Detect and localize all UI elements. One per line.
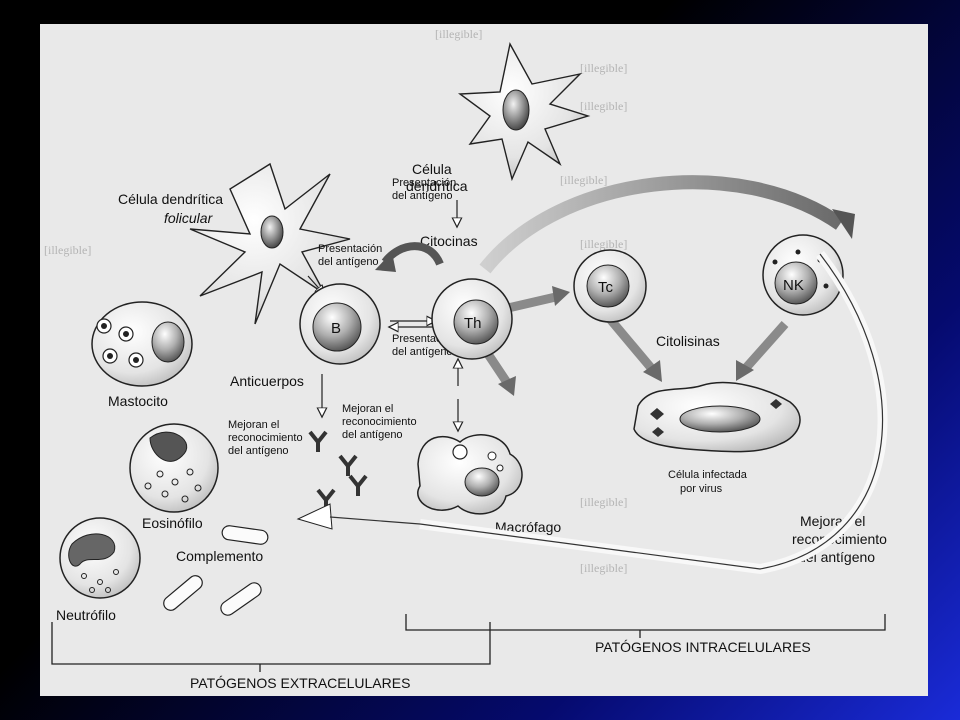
th-to-tc-arrowhead <box>552 286 570 306</box>
virus-infected-cell <box>633 381 801 453</box>
label-improve-recognition-left: Mejoran el reconocimiento del antígeno <box>228 419 306 457</box>
label-virus-infected-cell: Célula infectada por virus <box>668 469 750 495</box>
bg-line-3: [illegible] <box>580 99 627 113</box>
eosinophil <box>129 423 219 513</box>
th-to-macrophage-arrowhead <box>498 376 516 396</box>
dendritic-cell-shape <box>457 42 591 182</box>
return-arrowhead <box>296 503 333 530</box>
b-cell <box>299 283 381 365</box>
label-antigen-presentation-top: Presentación del antígeno <box>392 177 459 202</box>
label-intracellular-pathogens: PATÓGENOS INTRACELULARES <box>595 639 811 655</box>
cytokine-arc-arrowhead <box>832 209 855 239</box>
return-arrow-outline <box>419 253 884 570</box>
th-cell <box>431 278 513 360</box>
label-th-cell: Th <box>464 315 482 332</box>
label-dendritic-cell: Célula dendrítica <box>406 161 468 194</box>
label-b-cell: B <box>331 320 341 337</box>
label-nk-cell: NK <box>783 277 804 294</box>
label-extracellular-pathogens: PATÓGENOS EXTRACELULARES <box>190 675 410 691</box>
label-antibodies: Anticuerpos <box>230 373 304 389</box>
label-neutrophil: Neutrófilo <box>56 607 116 623</box>
background-page-text: [illegible] [illegible] [illegible] [ill… <box>44 27 627 575</box>
antibody-icons <box>308 430 368 510</box>
complement-tubes <box>163 525 269 616</box>
macrophage <box>417 434 523 515</box>
label-improve-recognition-mid: Mejoran el reconocimiento del antígeno <box>342 403 420 441</box>
label-mast-cell: Mastocito <box>108 393 168 409</box>
label-antigen-presentation-left: Presentación del antígeno <box>318 243 385 268</box>
diagram-image: [illegible] [illegible] [illegible] [ill… <box>40 24 928 696</box>
cytokine-loop-arrowhead <box>375 252 396 272</box>
label-eosinophil: Eosinófilo <box>142 515 203 531</box>
cytokine-arc-arrow <box>479 175 845 274</box>
tc-cytolysin-arrowhead <box>643 360 662 382</box>
bg-line-4: [illegible] <box>560 173 607 187</box>
bg-line-1: [illegible] <box>435 27 482 41</box>
bg-line-7: [illegible] <box>580 495 627 509</box>
nk-cytolysin-arrowhead <box>736 360 754 381</box>
label-macrophage: Macrófago <box>495 519 561 535</box>
extracellular-bracket <box>51 622 491 672</box>
bg-line-6: [illegible] <box>44 243 91 257</box>
tc-cell <box>573 249 647 323</box>
label-cytokines: Citocinas <box>420 233 478 249</box>
mast-cell <box>91 301 193 387</box>
bg-line-8: [illegible] <box>580 561 627 575</box>
bg-line-5: [illegible] <box>580 237 627 251</box>
label-tc-cell: Tc <box>598 279 614 296</box>
intracellular-bracket <box>405 614 886 638</box>
nk-cytolysin-arrow <box>741 321 789 372</box>
label-cytolysins: Citolisinas <box>656 333 720 349</box>
follicular-dendritic-cell-shape <box>189 162 351 325</box>
bg-line-2: [illegible] <box>580 61 627 75</box>
immune-response-diagram: [illegible] [illegible] [illegible] [ill… <box>44 27 888 691</box>
label-complement: Complemento <box>176 548 263 564</box>
th-to-macrophage-arrow <box>484 351 512 387</box>
label-follicular-dendritic-cell: Célula dendrítica folicular <box>118 191 227 226</box>
neutrophil <box>59 517 141 599</box>
tc-cytolysin-arrow <box>606 316 656 372</box>
